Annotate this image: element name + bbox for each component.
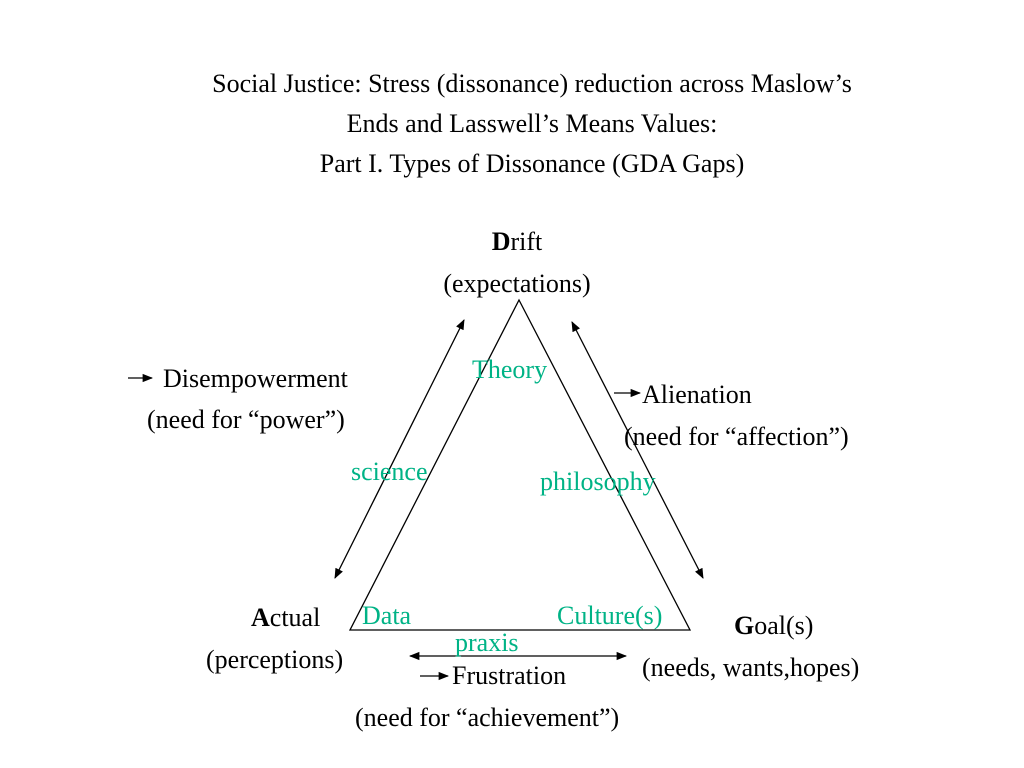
- left-double-arrow-icon: [334, 319, 465, 579]
- alienation-need: (need for “affection”): [624, 422, 849, 451]
- disempowerment-need: (need for “power”): [147, 405, 345, 434]
- frustration-label: Frustration: [452, 661, 567, 690]
- title-line-3: Part I. Types of Dissonance (GDA Gaps): [319, 149, 745, 178]
- drift-initial: D: [491, 227, 511, 256]
- science-label: science: [351, 457, 428, 486]
- drift-label: Drift: [417, 222, 617, 262]
- title-line-1: Social Justice: Stress (dissonance) redu…: [212, 69, 852, 98]
- philosophy-label: philosophy: [540, 467, 656, 496]
- goal-rest: oal(s): [754, 611, 814, 640]
- actual-sub: (perceptions): [206, 645, 344, 674]
- praxis-label: praxis: [455, 628, 519, 657]
- alienation-label: Alienation: [642, 380, 752, 409]
- actual-label: Actual: [251, 598, 320, 638]
- right-double-arrow-icon: [571, 321, 704, 579]
- data-label: Data: [362, 601, 412, 630]
- culture-label: Culture(s): [557, 601, 663, 630]
- title-line-2: Ends and Lasswell’s Means Values:: [346, 109, 718, 138]
- disempowerment-label: Disempowerment: [163, 364, 348, 393]
- goal-sub: (needs, wants,hopes): [642, 653, 860, 682]
- drift-rest: rift: [510, 227, 543, 256]
- theory-label: Theory: [472, 355, 548, 384]
- actual-initial: A: [251, 603, 270, 632]
- drift-sub: (expectations): [443, 269, 591, 298]
- frustration-need: (need for “achievement”): [355, 703, 620, 732]
- actual-rest: ctual: [269, 603, 321, 632]
- goal-label: Goal(s): [734, 606, 813, 646]
- goal-initial: G: [734, 611, 755, 640]
